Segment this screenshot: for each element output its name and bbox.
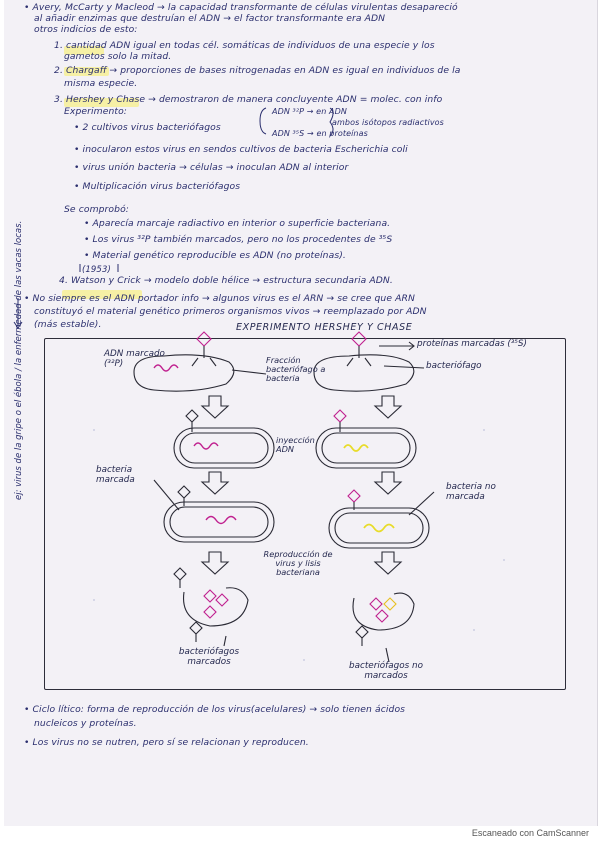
note-line: gametos solo la mitad.	[64, 51, 172, 62]
note-line: • Ciclo lítico: forma de reproducción de…	[24, 704, 406, 715]
label-adn-marcado: ADN marcado (³²P)	[104, 349, 165, 369]
note-line: otros indicios de esto:	[34, 24, 138, 35]
note-line: • Multiplicación virus bacteriófagos	[74, 181, 241, 192]
label-bacteria-marcada: bacteria marcada	[96, 465, 135, 485]
note-line: 2. Chargaff → proporciones de bases nitr…	[54, 65, 461, 76]
highlight	[64, 46, 104, 55]
highlight	[62, 290, 142, 299]
note-line: Se comprobó:	[64, 204, 130, 215]
label-bacteriofagos-no-marcados: bacteriófagos no marcados	[349, 661, 423, 681]
note-line: • Avery, McCarty y Macleod → la capacida…	[24, 2, 458, 13]
note-line: • inocularon estos virus en sendos culti…	[74, 144, 408, 155]
label-reproduccion: Reproducción de virus y lisis bacteriana	[263, 549, 333, 578]
note-line: • Los virus ³²P también marcados, pero n…	[84, 234, 393, 245]
note-line: 4. Watson y Crick → modelo doble hélice …	[59, 275, 393, 286]
note-line: • Material genético reproducible es ADN …	[84, 250, 346, 261]
note-line: ambos isótopos radiactivos	[332, 118, 444, 127]
label-bacteriofagos-marcados: bacteriófagos marcados	[178, 647, 240, 667]
diagram-title: EXPERIMENTO HERSHEY Y CHASE	[236, 322, 413, 333]
note-line: 1. cantidad ADN igual en todas cél. somá…	[54, 40, 435, 51]
note-line: ADN ³²P → en ADN	[272, 107, 347, 116]
note-line: (más estable).	[34, 319, 102, 330]
scanner-watermark: Escaneado con CamScanner	[471, 828, 589, 838]
notebook-page: • Avery, McCarty y Macleod → la capacida…	[4, 0, 598, 826]
label-inyeccion: inyección ADN	[276, 435, 315, 455]
label-bacteriofago: bacteriófago	[426, 361, 482, 371]
note-line: ADN ³⁵S → en proteínas	[272, 129, 368, 138]
label-proteinas-marcadas: proteínas marcadas (³⁵S)	[417, 339, 527, 349]
note-line: • No siempre es el ADN portador info → a…	[24, 293, 415, 304]
hershey-chase-diagram	[93, 331, 505, 663]
annotation-strokes	[13, 107, 334, 329]
note-line: • Los virus no se nutren, pero sí se rel…	[24, 737, 309, 748]
highlight	[64, 98, 139, 107]
note-line: • virus unión bacteria → células → inocu…	[74, 162, 349, 173]
label-bacteria-no-marcada: bacteria no marcada	[446, 482, 496, 502]
highlight	[64, 67, 109, 76]
note-line: (1953)	[82, 265, 111, 275]
label-fraccion: Fracción bacteriófago a bacteria	[266, 355, 326, 384]
note-line: misma especie.	[64, 78, 138, 89]
note-line: Experimento:	[64, 106, 128, 117]
note-line: • Aparecía marcaje radiactivo en interio…	[84, 218, 391, 229]
note-line: nucleicos y proteínas.	[34, 718, 137, 729]
diagram-frame	[44, 338, 566, 690]
note-line: constituyó el material genético primeros…	[34, 306, 427, 317]
note-line: al añadir enzimas que destruían el ADN →…	[34, 13, 386, 24]
note-line: 3. Hershey y Chase → demostraron de mane…	[54, 94, 443, 105]
note-line: • 2 cultivos virus bacteriófagos	[74, 122, 221, 133]
